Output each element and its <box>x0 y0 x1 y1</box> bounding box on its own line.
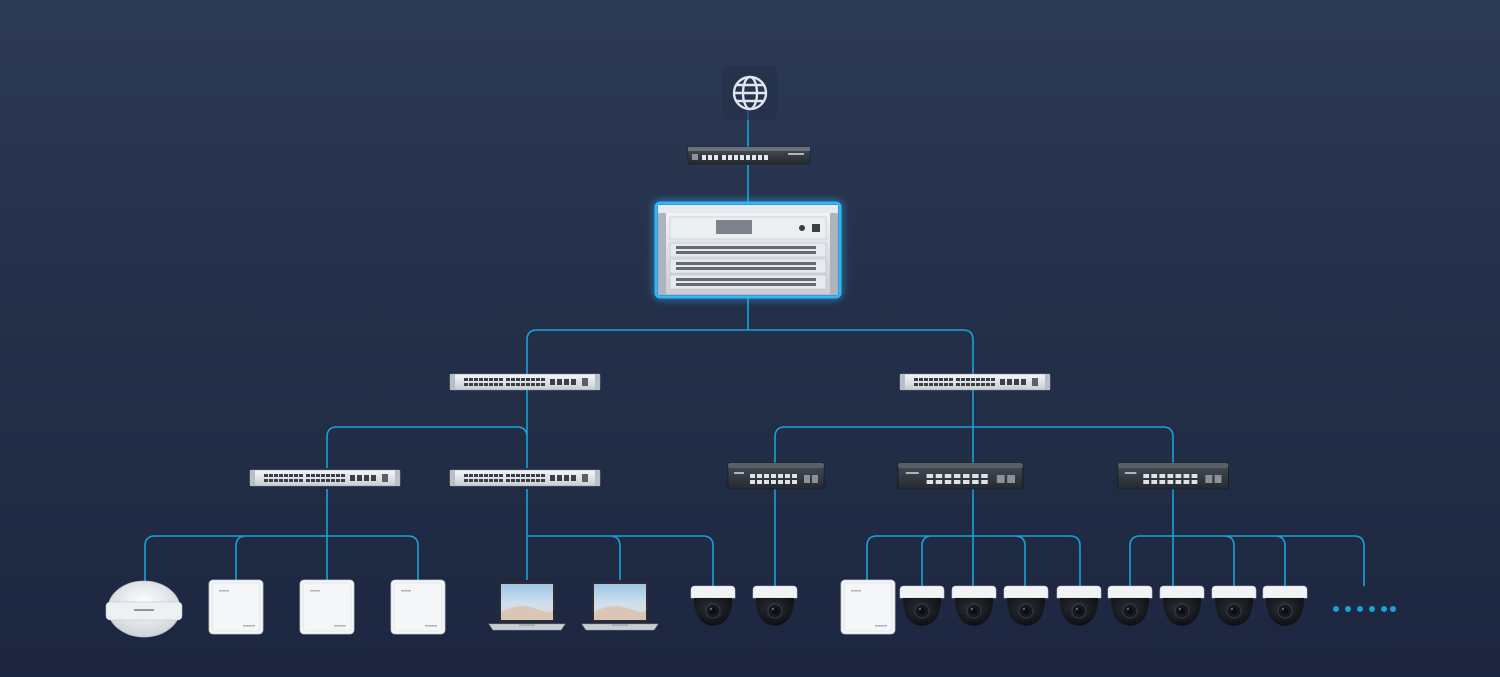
camera-3 <box>899 585 945 627</box>
internet-node <box>723 66 777 120</box>
camera-6 <box>1056 585 1102 627</box>
access-switch-3 <box>727 462 825 490</box>
outdoor-ap <box>105 580 183 638</box>
camera-1 <box>690 585 736 627</box>
camera-5 <box>1003 585 1049 627</box>
link-access4-endpoints <box>866 489 1081 586</box>
camera-7 <box>1107 585 1153 627</box>
ceiling-ap-2 <box>299 579 355 635</box>
ceiling-ap-4 <box>840 579 896 635</box>
aggregation-switch-left <box>449 373 601 391</box>
ceiling-ap-3 <box>390 579 446 635</box>
globe-icon <box>732 75 768 111</box>
ceiling-ap-1 <box>208 579 264 635</box>
link-aggregation-left-access <box>326 390 528 468</box>
access-switch-1 <box>249 469 401 487</box>
core-switch <box>654 201 842 299</box>
link-aggregation-right-access <box>774 390 1174 463</box>
link-access1-endpoints <box>144 489 419 590</box>
access-switch-5 <box>1117 462 1229 490</box>
link-access2-endpoints <box>526 489 714 586</box>
access-switch-2 <box>449 469 601 487</box>
aggregation-switch-right <box>899 373 1051 391</box>
connection-lines <box>144 108 1365 590</box>
access-switch-4 <box>897 462 1024 490</box>
camera-9 <box>1211 585 1257 627</box>
link-access5-endpoints <box>1129 489 1365 586</box>
laptop-2 <box>581 581 659 631</box>
camera-8 <box>1159 585 1205 627</box>
more-devices-ellipsis <box>1333 606 1396 612</box>
camera-10 <box>1262 585 1308 627</box>
laptop-1 <box>488 581 566 631</box>
camera-2 <box>752 585 798 627</box>
gateway-router <box>687 146 811 165</box>
link-core-aggregation <box>526 296 974 375</box>
camera-4 <box>951 585 997 627</box>
